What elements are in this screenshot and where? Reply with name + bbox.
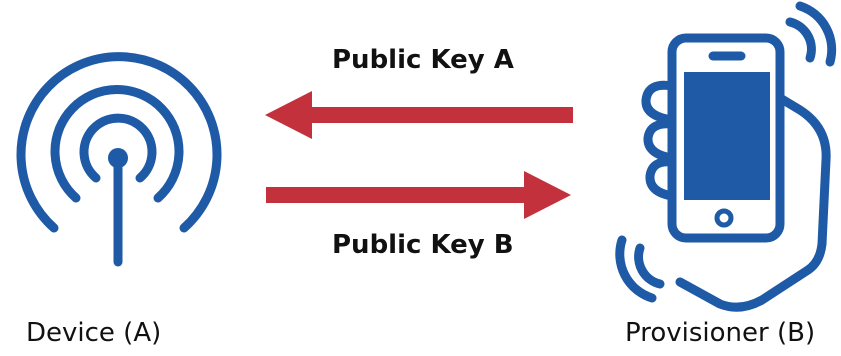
arrow-right-public-key-b — [266, 171, 571, 219]
edge-label-public-key-a: Public Key A — [332, 45, 514, 75]
signal-wave-top-outer — [795, 1, 837, 67]
phone-home-button — [714, 208, 734, 228]
antenna-inner-arc — [79, 113, 157, 183]
provisioner-label: Provisioner (B) — [625, 318, 816, 348]
signal-wave-bottom-inner — [634, 243, 665, 289]
antenna-middle-arc — [50, 84, 184, 203]
hand-holding-phone-icon — [615, 1, 837, 312]
phone-screen — [684, 72, 770, 200]
signal-wave-bottom-outer — [615, 235, 657, 303]
hand-finger-3 — [645, 157, 677, 201]
hand-palm — [675, 93, 831, 312]
hand-finger-2 — [643, 119, 677, 163]
arrow-b-head — [524, 171, 571, 219]
signal-wave-top-inner — [785, 17, 816, 63]
edge-label-public-key-b: Public Key B — [332, 230, 514, 260]
device-label: Device (A) — [26, 318, 162, 348]
arrow-a-shaft — [305, 107, 573, 123]
antenna-outer-arc — [16, 52, 222, 233]
antenna-center-dot — [108, 148, 128, 168]
arrow-a-head — [265, 91, 312, 139]
hand-finger-1 — [641, 80, 677, 125]
arrow-left-public-key-a — [265, 91, 573, 139]
arrow-b-shaft — [266, 187, 532, 203]
antenna-broadcast-icon — [16, 52, 222, 267]
